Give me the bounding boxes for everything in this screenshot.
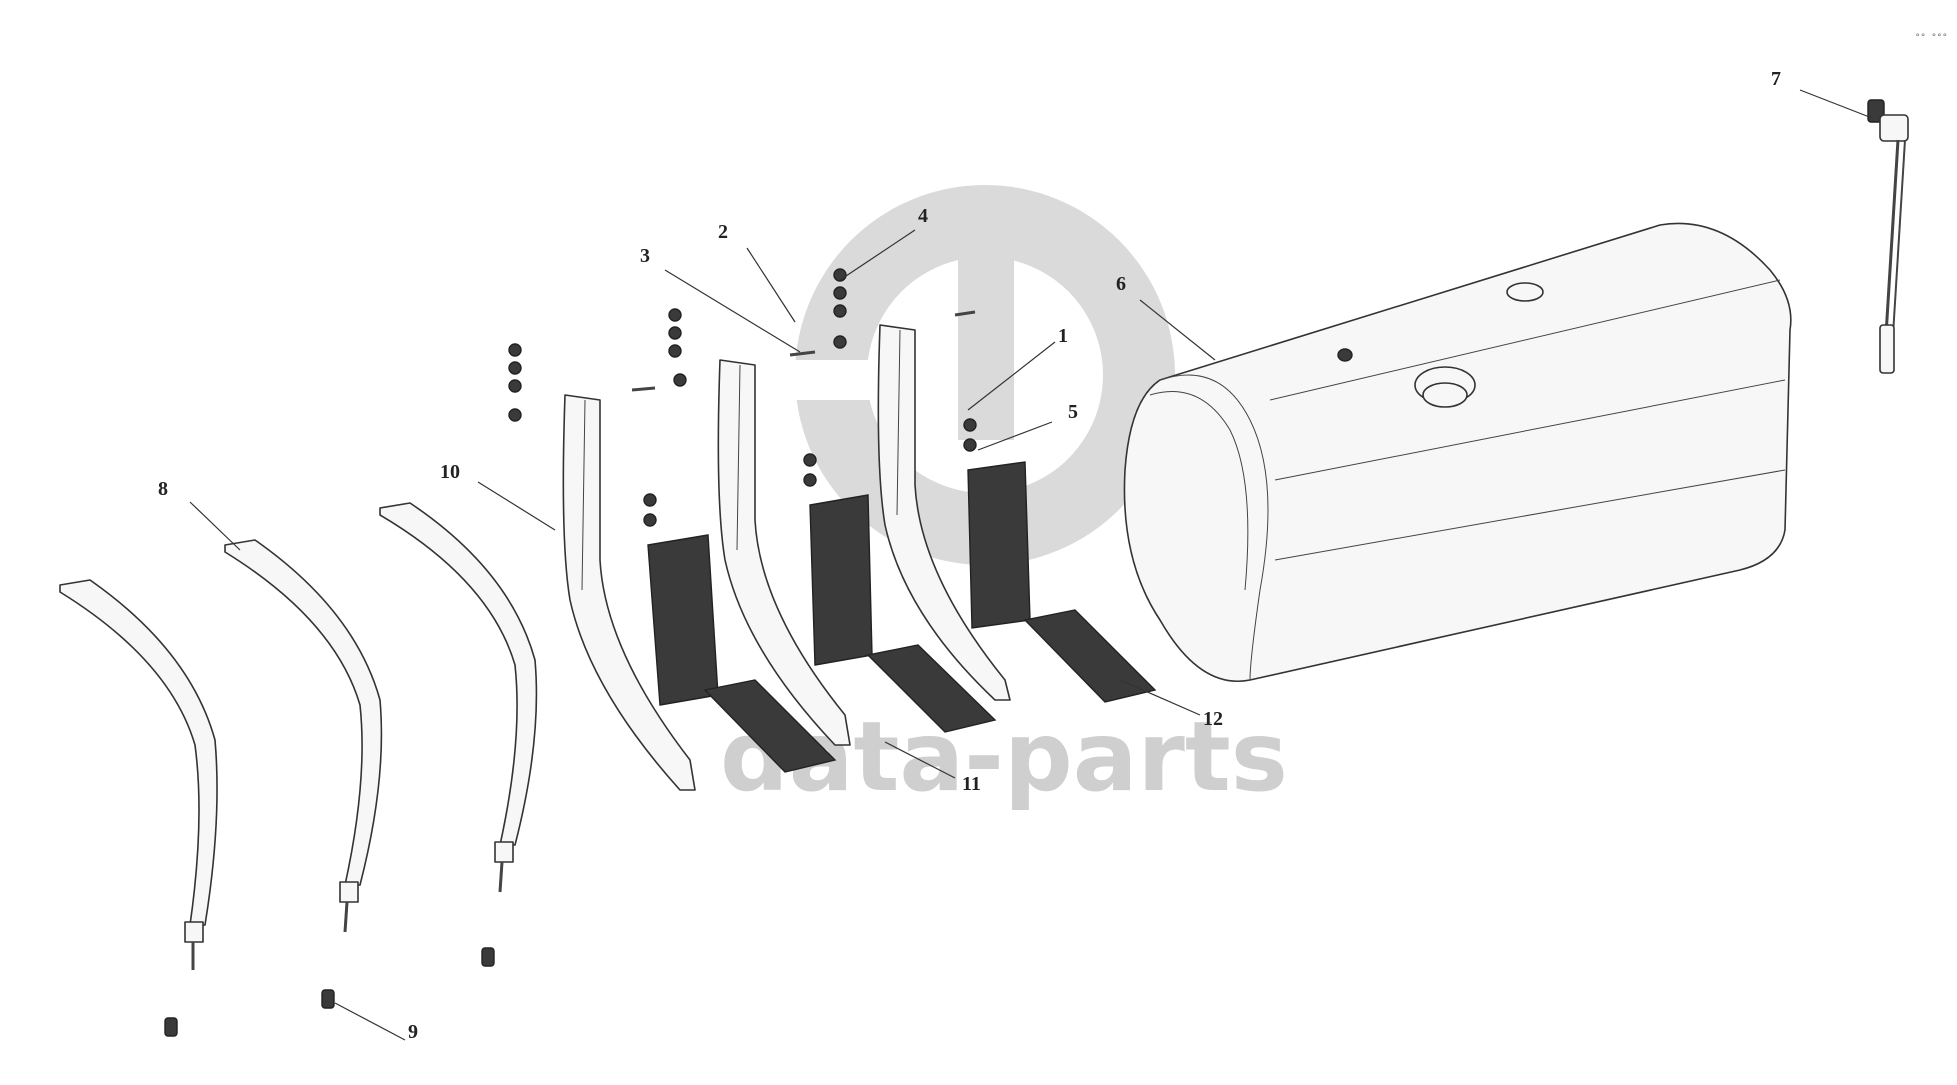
step-plate-horizontal-3 [1023,609,1157,703]
callout-10: 10 [440,461,460,483]
callout-2: 2 [718,221,728,243]
step-plate-vertical-2 [809,494,873,666]
callout-7: 7 [1771,68,1781,90]
callout-5: 5 [1068,401,1078,423]
bolt-set-3 [833,268,847,349]
fuel-level-sender [1867,99,1909,374]
tank-strap-2 [224,539,383,933]
callout-3: 3 [640,245,650,267]
callout-6: 6 [1116,273,1126,295]
callout-9: 9 [408,1021,418,1043]
callout-12: 12 [1203,708,1223,730]
pin-set [631,310,976,392]
clamp-set [643,418,977,527]
bolt-set-1 [508,343,522,422]
step-plate-vertical-1 [647,534,719,706]
leader-lines [189,89,1873,1041]
strap-nut-1 [164,1017,178,1037]
corner-mark: °° °°° [1915,33,1948,43]
callout-8: 8 [158,478,168,500]
step-plate-horizontal-2 [866,644,997,733]
tank-bracket-2 [717,359,851,746]
callout-4: 4 [918,205,928,227]
callout-11: 11 [962,773,981,795]
bolt-set-2 [668,308,687,387]
callout-1: 1 [1058,325,1068,347]
step-plate-horizontal-1 [703,679,837,773]
tank-bracket-1 [562,394,696,791]
tank-strap-1 [59,579,218,970]
fuel-tank [1123,222,1792,682]
tank-bracket-3 [877,324,1011,701]
step-plate-vertical-3 [967,461,1031,629]
strap-nut-2 [321,989,335,1009]
strap-nut-3 [481,947,495,967]
tank-strap-3 [379,502,538,893]
